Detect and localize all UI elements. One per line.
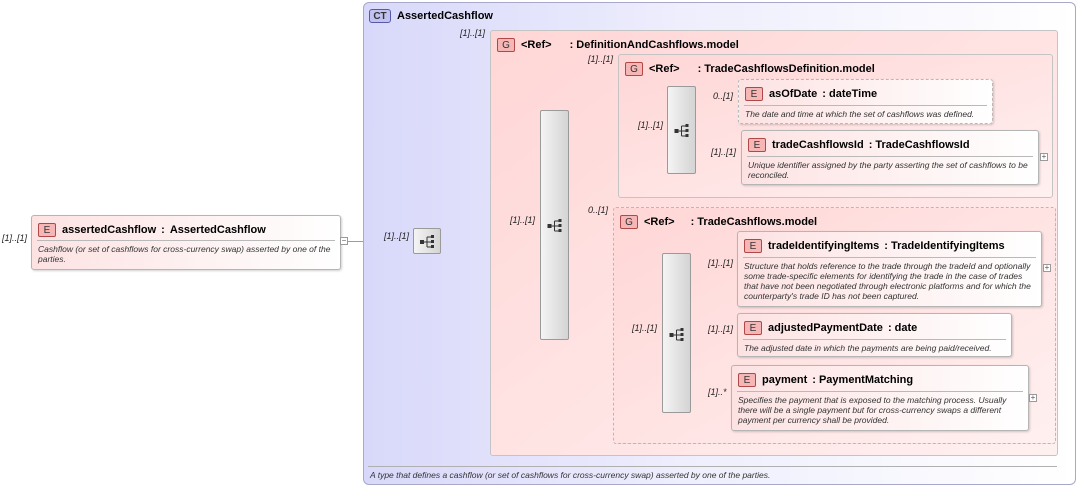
root-element-asserted-cashflow[interactable]: E assertedCashflow : AssertedCashflow Ca… [31, 215, 341, 270]
element-badge: E [38, 223, 56, 237]
element-doc: Structure that holds reference to the tr… [744, 261, 1031, 301]
sequence-compositor-icon [547, 219, 562, 232]
tradeidentifyingitems-cardinality: [1]..[1] [708, 258, 734, 268]
element-doc: Specifies the payment that is exposed to… [738, 395, 1007, 425]
element-badge: E [748, 138, 766, 152]
asofdate-cardinality: 0..[1] [713, 91, 734, 101]
group-name: : TradeCashflowsDefinition.model [697, 63, 875, 75]
complex-type-badge: CT [369, 9, 391, 23]
element-asofdate[interactable]: E asOfDate : dateTime The date and time … [738, 79, 993, 124]
complex-type-doc: A type that defines a cashflow (or set o… [370, 470, 771, 480]
group-badge: G [625, 62, 643, 76]
group-ref-label: <Ref> [521, 39, 552, 51]
top-sequence-cardinality: [1]..[1] [384, 231, 410, 241]
element-name: tradeIdentifyingItems [768, 240, 880, 252]
element-type: : PaymentMatching [812, 374, 914, 386]
definition-and-cashflows-sequence-cardinality: [1]..[1] [510, 215, 536, 225]
expand-toggle-icon[interactable]: − [340, 236, 348, 245]
group-trade-cashflows-cardinality: 0..[1] [588, 205, 609, 215]
sequence-compositor-icon [420, 235, 434, 248]
group-trade-cashflows-definition-cardinality: [1]..[1] [588, 54, 614, 64]
element-doc: The adjusted date in which the payments … [744, 343, 992, 353]
payment-cardinality: [1]..* [708, 387, 727, 397]
group-badge: G [497, 38, 515, 52]
element-badge: E [738, 373, 756, 387]
element-type: : date [887, 322, 918, 334]
element-type: : TradeCashflowsId [868, 139, 970, 151]
expand-toggle-icon[interactable]: + [1040, 152, 1048, 161]
element-adjustedpaymentdate[interactable]: E adjustedPaymentDate : date The adjuste… [737, 313, 1012, 357]
element-badge: E [744, 239, 762, 253]
tradecashflowsid-cardinality: [1]..[1] [711, 147, 737, 157]
element-payment[interactable]: E payment : PaymentMatching Specifies th… [731, 365, 1029, 431]
element-tradeidentifyingitems[interactable]: E tradeIdentifyingItems : TradeIdentifyi… [737, 231, 1042, 307]
trade-cashflows-definition-sequence[interactable] [667, 86, 696, 174]
group-definition-and-cashflows-cardinality: [1]..[1] [460, 28, 486, 38]
group-name: : TradeCashflows.model [690, 216, 818, 228]
complex-type-name: AssertedCashflow [397, 10, 493, 22]
element-doc: The date and time at which the set of ca… [745, 109, 975, 119]
sequence-compositor-icon [674, 124, 689, 137]
root-element-name: assertedCashflow [62, 224, 157, 236]
element-name: adjustedPaymentDate [768, 322, 883, 334]
element-name: payment [762, 374, 808, 386]
definition-and-cashflows-sequence[interactable] [540, 110, 569, 340]
group-badge: G [620, 215, 638, 229]
group-name: : DefinitionAndCashflows.model [569, 39, 739, 51]
element-tradecashflowsid[interactable]: E tradeCashflowsId : TradeCashflowsId Un… [741, 130, 1039, 185]
top-sequence-compositor[interactable] [413, 228, 441, 254]
sequence-compositor-icon [669, 328, 684, 341]
root-element-doc: Cashflow (or set of cashflows for cross-… [38, 244, 331, 264]
element-badge: E [745, 87, 763, 101]
group-ref-label: <Ref> [644, 216, 675, 228]
element-type: : TradeIdentifyingItems [884, 240, 1005, 252]
group-ref-label: <Ref> [649, 63, 680, 75]
root-element-type: AssertedCashflow [169, 224, 266, 236]
trade-cashflows-sequence-cardinality: [1]..[1] [632, 323, 658, 333]
element-type: : dateTime [822, 88, 878, 100]
expand-toggle-icon[interactable]: + [1029, 393, 1037, 402]
trade-cashflows-definition-sequence-cardinality: [1]..[1] [638, 120, 664, 130]
element-name: tradeCashflowsId [772, 139, 864, 151]
expand-toggle-icon[interactable]: + [1043, 263, 1051, 272]
trade-cashflows-sequence[interactable] [662, 253, 691, 413]
element-doc: Unique identifier assigned by the party … [748, 160, 1028, 180]
root-cardinality: [1]..[1] [2, 233, 28, 243]
element-name: asOfDate [769, 88, 818, 100]
element-badge: E [744, 321, 762, 335]
adjustedpaymentdate-cardinality: [1]..[1] [708, 324, 734, 334]
